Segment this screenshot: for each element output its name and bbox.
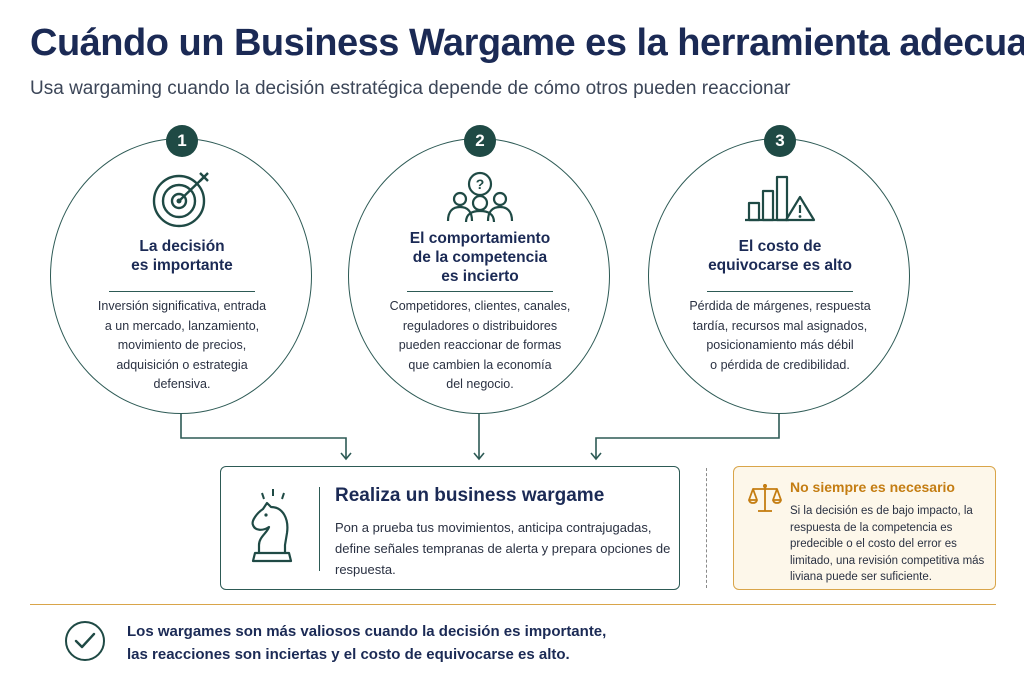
criterion-title: El comportamiento de la competencia es i… bbox=[409, 230, 551, 285]
action-description: Pon a prueba tus movimientos, anticipa c… bbox=[335, 520, 671, 577]
criterion-card-2: 2 ? El comportamiento de la competencia … bbox=[348, 125, 611, 414]
warning-title: No siempre es necesario bbox=[790, 479, 955, 495]
balance-scale-icon bbox=[748, 481, 782, 520]
target-icon bbox=[51, 169, 313, 229]
warning-box: No siempre es necesario Si la decisión e… bbox=[733, 466, 996, 590]
divider bbox=[30, 604, 996, 605]
warning-description: Si la decisión es de bajo impacto, la re… bbox=[790, 505, 985, 583]
criterion-description: Competidores, clientes, canales, regulad… bbox=[389, 299, 571, 391]
page-subtitle: Usa wargaming cuando la decisión estraté… bbox=[30, 78, 791, 99]
criterion-description: Pérdida de márgenes, respuesta tardía, r… bbox=[689, 299, 871, 372]
action-title: Realiza un business wargame bbox=[335, 485, 605, 506]
page-title: Cuándo un Business Wargame es la herrami… bbox=[30, 22, 1024, 64]
criterion-title: La decisión es importante bbox=[131, 238, 233, 274]
action-box: Realiza un business wargame Pon a prueba… bbox=[220, 466, 680, 590]
step-number-badge: 2 bbox=[464, 125, 496, 157]
divider bbox=[319, 487, 320, 571]
people-question-icon: ? bbox=[349, 171, 611, 223]
conclusion-text: Los wargames son más valiosos cuando la … bbox=[127, 623, 607, 663]
step-number-badge: 1 bbox=[166, 125, 198, 157]
svg-text:?: ? bbox=[476, 176, 485, 192]
bar-chart-warning-icon bbox=[649, 173, 911, 223]
criterion-title: El costo de equivocarse es alto bbox=[708, 238, 852, 274]
chess-knight-icon bbox=[245, 487, 301, 572]
criterion-card-3: 3 El costo de equivocarse es alto Pérdid… bbox=[648, 125, 911, 414]
check-circle-icon bbox=[64, 620, 106, 667]
divider bbox=[109, 291, 255, 292]
criterion-description: Inversión significativa, entrada a un me… bbox=[97, 299, 267, 391]
divider bbox=[707, 291, 853, 292]
divider bbox=[407, 291, 553, 292]
criterion-card-1: 1 La decisión es importante Inversión si… bbox=[50, 125, 313, 414]
step-number-badge: 3 bbox=[764, 125, 796, 157]
dashed-divider bbox=[706, 468, 707, 588]
